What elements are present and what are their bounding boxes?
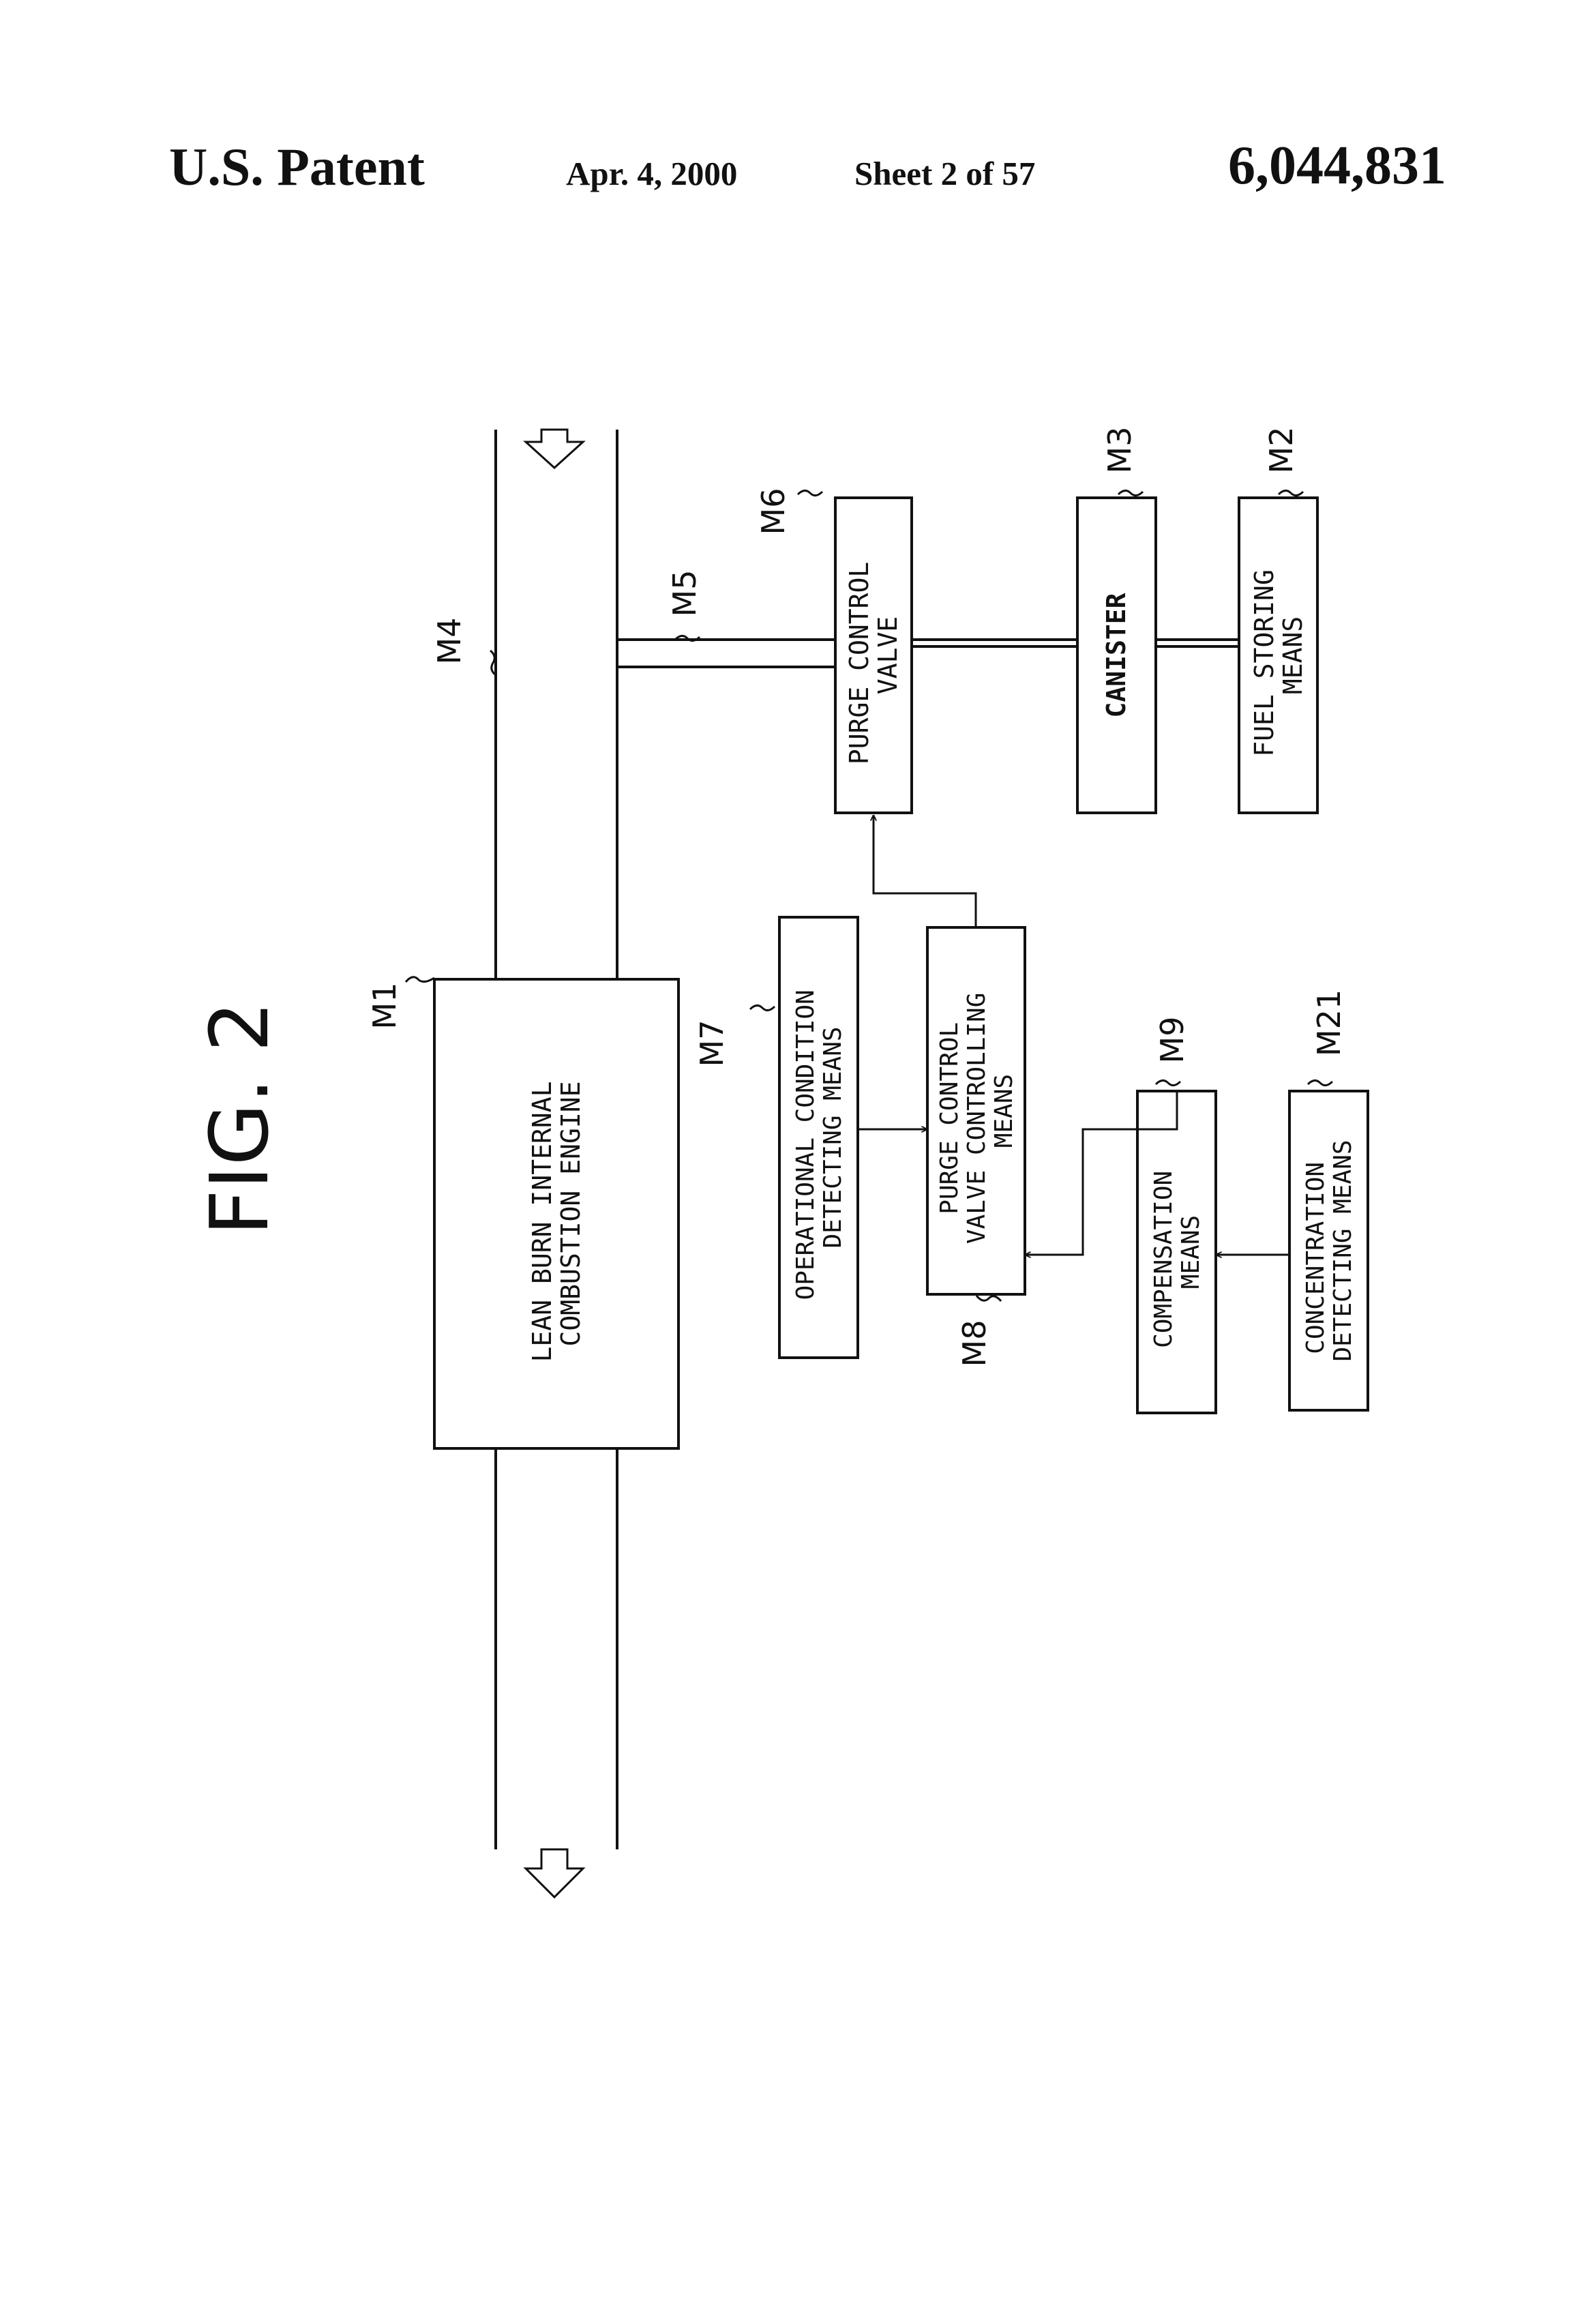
ref-m21: M21 xyxy=(1311,989,1347,1056)
ref-m5: M5 xyxy=(666,570,703,617)
canister-label: CANISTER xyxy=(1101,593,1131,717)
ref-m4: M4 xyxy=(431,618,468,665)
m2-leader xyxy=(1279,490,1303,495)
ref-m3: M3 xyxy=(1101,427,1138,474)
controller-to-valve-arrow xyxy=(874,815,976,927)
m3-leader xyxy=(1118,490,1143,495)
concentration-label: CONCENTRATION DETECTING MEANS xyxy=(1302,1139,1357,1361)
exhaust-flow-arrow-icon xyxy=(526,1849,583,1897)
ref-m2: M2 xyxy=(1263,427,1300,474)
ref-m7: M7 xyxy=(693,1020,730,1067)
m8-leader xyxy=(976,1296,1001,1301)
ref-m9: M9 xyxy=(1154,1017,1191,1064)
ref-m6: M6 xyxy=(755,488,792,535)
intake-flow-arrow-icon xyxy=(526,430,583,468)
engine-label: LEAN BURN INTERNAL COMBUSTION ENGINE xyxy=(527,1066,586,1362)
figure-title: FIG. 2 xyxy=(192,1001,286,1236)
ref-m1: M1 xyxy=(366,983,403,1030)
m1-leader xyxy=(406,977,434,982)
m21-leader xyxy=(1308,1080,1332,1085)
m9-leader xyxy=(1156,1080,1180,1085)
ref-m8: M8 xyxy=(956,1320,993,1367)
m6-leader xyxy=(798,490,822,495)
m7-leader xyxy=(750,1005,775,1010)
